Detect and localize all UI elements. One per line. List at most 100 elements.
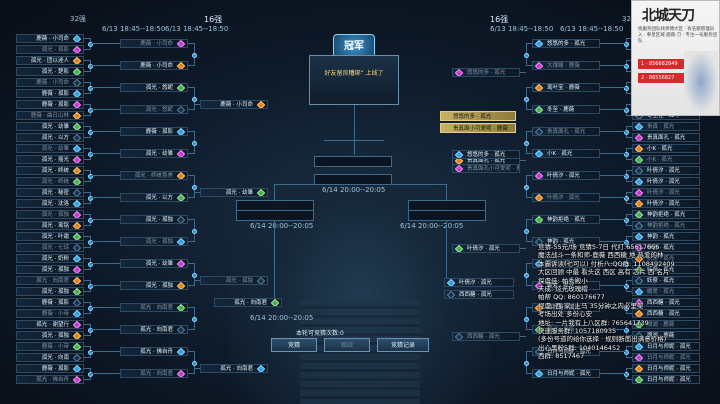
player-slot[interactable]: 孤光 · 孤独 xyxy=(16,331,84,340)
player-slot[interactable]: 孤光 · 悠妮 xyxy=(120,83,188,92)
player-slot[interactable]: 鹿薇 · 孤影 xyxy=(16,298,84,307)
player-slot[interactable]: 孤光 · 以方 xyxy=(16,133,84,142)
player-slot[interactable]: 孤光 · 幼雏 xyxy=(16,144,84,153)
player-slot[interactable]: 神韵 · 孤光 xyxy=(632,232,700,241)
player-slot[interactable]: 孤光 · 七琼 xyxy=(16,243,84,252)
player-slot[interactable]: 鹿薇 · 曲日山林 xyxy=(16,111,84,120)
player-slot[interactable]: 孤光 · 孤独 xyxy=(16,265,84,274)
player-slot[interactable]: 孤光 · 奶粉 xyxy=(16,254,84,263)
player-slot[interactable]: 孤光 · 终统 xyxy=(16,177,84,186)
player-slot[interactable]: 叶倩汐 · 孤光 xyxy=(452,244,520,253)
player-slot[interactable]: 小K · 孤光 xyxy=(632,144,700,153)
player-slot[interactable]: 西西糖 · 孤光 xyxy=(532,303,600,312)
player-slot[interactable]: 摘滤 · 鹿薇 xyxy=(632,320,700,329)
player-slot[interactable]: 叶倩汐 · 孤光 xyxy=(632,188,700,197)
player-slot[interactable]: 日月与师妮 · 孤光 xyxy=(632,353,700,362)
player-slot[interactable]: 西西糖 · 孤光 xyxy=(452,332,520,341)
player-slot[interactable]: 孤光 · 以方 xyxy=(120,193,188,202)
player-slot[interactable]: 鹿薇 · 孤影 xyxy=(16,89,84,98)
player-slot[interactable]: 贵真 · 孤光 xyxy=(632,122,700,131)
player-slot[interactable]: 孤光 · 向南君 xyxy=(120,303,188,312)
spectate-button[interactable]: 观战 xyxy=(324,338,370,352)
player-slot[interactable]: 孤光 · 孤独 xyxy=(200,276,268,285)
player-slot[interactable]: 叶倩汐 · 孤光 xyxy=(632,177,700,186)
player-slot[interactable]: 孤光 · 终统 xyxy=(16,166,84,175)
player-slot[interactable]: 孤光 · 团以迷人 xyxy=(16,56,84,65)
player-slot[interactable]: 孤光 · 幼雏 xyxy=(200,188,268,197)
player-slot[interactable]: 西西糖 · 孤光 xyxy=(632,309,700,318)
player-slot[interactable]: 日月与师妮 · 孤光 xyxy=(632,375,700,384)
player-slot[interactable]: 孤光 · 向南 xyxy=(16,353,84,362)
player-slot[interactable]: 孤光 · 鸾铭 xyxy=(16,221,84,230)
player-slot[interactable]: 西西糖 · 孤光 xyxy=(632,298,700,307)
player-slot[interactable]: 鹿薇 · 小司命 xyxy=(120,39,188,48)
player-slot[interactable]: 妖祭 · 孤光 xyxy=(632,265,700,274)
player-slot[interactable]: 孤光 · 孤独 xyxy=(120,281,188,290)
player-slot[interactable]: 孤光 · 幼雏 xyxy=(120,149,188,158)
player-slot[interactable]: 日月与师妮 · 孤光 xyxy=(532,369,600,378)
player-slot[interactable]: 孤光 · 孤独 xyxy=(16,287,84,296)
final-slot-1[interactable]: 悠悠的多 · 孤光 xyxy=(440,111,516,121)
player-slot[interactable]: 孤光 · 终统喜美 xyxy=(120,171,188,180)
player-slot[interactable]: 叶倩汐 · 孤光 xyxy=(532,171,600,180)
player-slot[interactable]: 孤光 · 悠妮 xyxy=(120,105,188,114)
bet-button[interactable]: 竞猜 xyxy=(271,338,317,352)
player-slot[interactable]: 日月与师妮 · 孤光 xyxy=(532,347,600,356)
player-slot[interactable]: 神韵拒绝 · 孤光 xyxy=(632,210,700,219)
player-slot[interactable]: 孤光 · 叶霜 xyxy=(16,232,84,241)
player-slot[interactable]: 摘滤 · 鹿薇 xyxy=(532,325,600,334)
mid-label-1[interactable]: 叶倩汐 · 孤光 xyxy=(444,278,514,287)
player-slot[interactable]: 暖爱 · 孤光 xyxy=(632,287,700,296)
player-slot[interactable]: 孤光 · 楚影 xyxy=(16,67,84,76)
bet-record-button[interactable]: 竞猜记录 xyxy=(377,338,429,352)
player-slot[interactable]: 悠悠的多 · 孤光 xyxy=(452,150,520,159)
player-slot[interactable]: 鹿薇 · 小司命 xyxy=(120,61,188,70)
player-slot[interactable]: 孤光 · 向南君 xyxy=(214,298,282,307)
player-slot[interactable]: 贵真面孔小可爱呢 · 鹿薇 xyxy=(452,164,520,173)
player-slot[interactable]: 暖爱 · 孤光 xyxy=(532,281,600,290)
player-slot[interactable]: 孤光 · 孤影 xyxy=(16,45,84,54)
player-slot[interactable]: 鹿薇 · 孤影 xyxy=(120,127,188,136)
player-slot[interactable]: 孤光 · 孤独 xyxy=(120,215,188,224)
player-slot[interactable]: 孤光 · 谢望行 xyxy=(16,320,84,329)
player-slot[interactable]: 鹿薇 · 小帝 xyxy=(16,342,84,351)
player-slot[interactable]: 妖祭 · 孤光 xyxy=(632,276,700,285)
player-slot[interactable]: 叶倩汐 · 孤光 xyxy=(532,193,600,202)
player-slot[interactable]: 孤光 · 孤独 xyxy=(16,210,84,219)
player-slot[interactable]: 冬至 · 鹿薇 xyxy=(532,105,600,114)
player-slot[interactable]: 摘滤 · 鹿薇 xyxy=(632,331,700,340)
player-slot[interactable]: 孤光 · 向南君 xyxy=(16,276,84,285)
player-slot[interactable]: 孤光 · 沈洛 xyxy=(16,199,84,208)
player-slot[interactable]: 贵真面孔 · 孤光 xyxy=(532,127,600,136)
player-slot[interactable]: 孤光 · 向南君 xyxy=(120,325,188,334)
player-slot[interactable]: 日月与师妮 · 孤光 xyxy=(632,364,700,373)
player-slot[interactable]: 日月与师妮 · 孤光 xyxy=(632,342,700,351)
player-slot[interactable]: 孤光 · 佛自舟 xyxy=(120,347,188,356)
player-slot[interactable]: 神韵 · 孤光 xyxy=(632,243,700,252)
player-slot[interactable]: 叶倩汐 · 孤光 xyxy=(632,166,700,175)
player-slot[interactable]: 神韵拒绝 · 孤光 xyxy=(532,215,600,224)
mid-label-2[interactable]: 西西糖 · 孤光 xyxy=(444,290,514,299)
player-slot[interactable]: 神韵 · 孤光 xyxy=(532,237,600,246)
player-slot[interactable]: 鸾叶宝 · 鹿薇 xyxy=(532,83,600,92)
player-slot[interactable]: 鹿薇 · 孤影 xyxy=(16,100,84,109)
player-slot[interactable]: 孤光 · 向南君 xyxy=(120,369,188,378)
player-slot[interactable]: 鹿薇 · 小司命 xyxy=(16,34,84,43)
player-slot[interactable]: 悠悠的多 · 孤光 xyxy=(532,39,600,48)
player-slot[interactable]: 小K · 孤光 xyxy=(632,155,700,164)
player-slot[interactable]: 悠悠的多 · 孤光 xyxy=(452,68,520,77)
player-slot[interactable]: 小K · 孤光 xyxy=(532,149,600,158)
player-slot[interactable]: 孤光 · 幼雏 xyxy=(120,259,188,268)
final-slot-2[interactable]: 贵真面小可爱呢 · 鹿薇 xyxy=(440,123,516,133)
player-slot[interactable]: 大煤姨 · 鹿薇 xyxy=(532,61,600,70)
player-slot[interactable]: 鹿薇 · 小帝 xyxy=(16,309,84,318)
player-slot[interactable]: 叶倩汐 · 孤光 xyxy=(632,199,700,208)
player-slot[interactable]: 孤光 · 幼雏 xyxy=(16,122,84,131)
player-slot[interactable]: 孤光 · 秘密 xyxy=(16,188,84,197)
player-slot[interactable]: 鹿薇 · 孤影 xyxy=(16,364,84,373)
player-slot[interactable]: 孤光 · 孤独 xyxy=(120,237,188,246)
player-slot[interactable]: 孤光 · 向南君 xyxy=(200,364,268,373)
player-slot[interactable]: 贵真面孔 · 孤光 xyxy=(632,133,700,142)
player-slot[interactable]: 妖祭 · 孤光 xyxy=(532,259,600,268)
player-slot[interactable]: 妖祭 · 孤光 xyxy=(632,254,700,263)
